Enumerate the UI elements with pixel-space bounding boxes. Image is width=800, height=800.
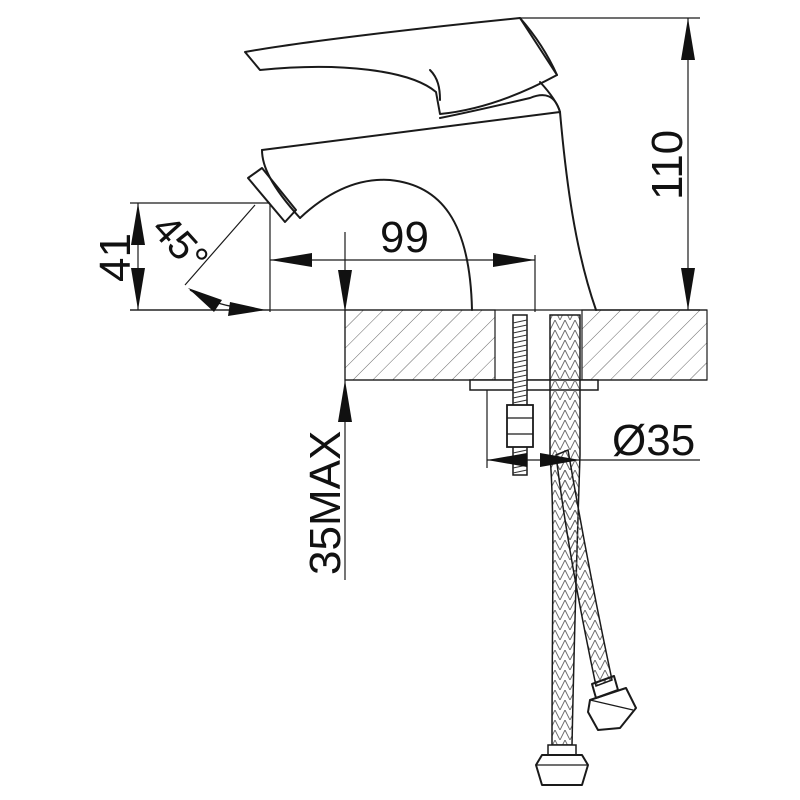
thread-line [512, 394, 528, 399]
thread-line [512, 449, 528, 454]
thread-line [512, 354, 528, 359]
faucet-body [247, 81, 597, 311]
thread-line [512, 389, 528, 394]
reach-99-label: 99 [380, 213, 429, 262]
thread-line [512, 359, 528, 364]
thread-line [512, 344, 528, 349]
countertop-section [130, 309, 708, 391]
thread-line [512, 374, 528, 379]
thread-line [512, 369, 528, 374]
dimension-diameter-35: Ø35 [486, 390, 700, 468]
height-110-label: 110 [643, 130, 692, 200]
thread-line [512, 339, 528, 344]
handle-lever [244, 17, 558, 115]
thread-line [512, 319, 528, 324]
mounting-rod [506, 314, 534, 476]
dimension-height-110: 110 [520, 17, 700, 311]
thread-line [512, 349, 528, 354]
thread-line [512, 469, 528, 474]
angle-45-label: 45° [143, 207, 216, 281]
max-thickness-label: 35MAX [301, 431, 350, 575]
dimension-reach-99: 99 [269, 205, 536, 312]
height-41-label: 41 [91, 233, 140, 282]
thread-line [512, 329, 528, 334]
thread-line [512, 364, 528, 369]
diameter-35-label: Ø35 [612, 416, 695, 465]
dimension-max-thickness: 35MAX [301, 232, 352, 580]
thread-line [512, 379, 528, 384]
braided-hose-right [555, 448, 637, 731]
thread-line [512, 324, 528, 329]
dimension-angle-45: 45° [143, 204, 266, 316]
thread-line [512, 384, 528, 389]
thread-line [512, 334, 528, 339]
thread-line [512, 399, 528, 404]
